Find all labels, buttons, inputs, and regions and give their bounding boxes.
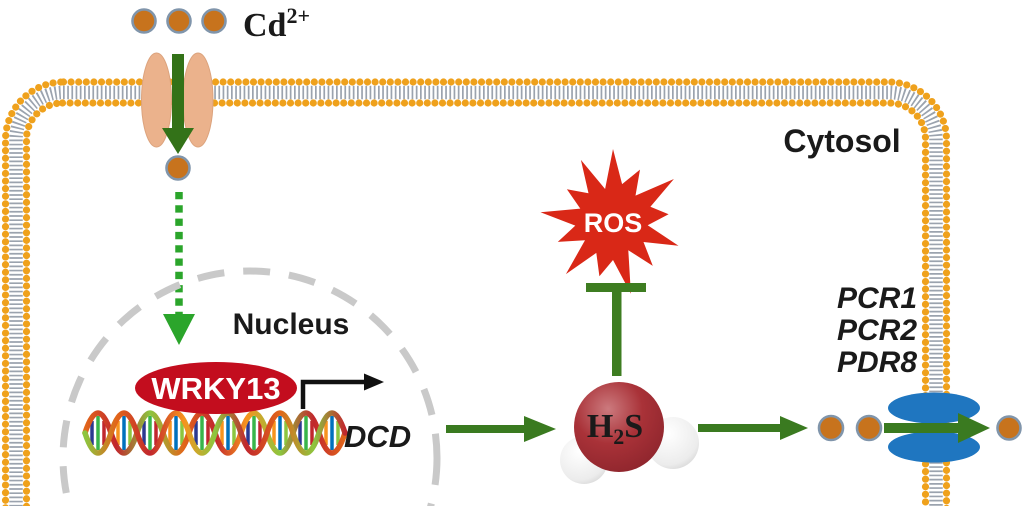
transporter-label-pcr1: PCR1 [837,282,917,315]
cd-ion-cytosolic-icon [165,155,191,181]
lipid-heads-outer [1,78,951,506]
dna-strand [82,410,348,456]
cd-ion-label: Cd2+ [243,3,310,44]
transporter-labels: PCR1 PCR2 PDR8 [837,282,917,379]
ros-label: ROS [584,208,643,238]
signal-dotted-arrow-icon [163,192,195,345]
dcd-gene-label: DCD [344,419,411,454]
arrow-dcd-to-h2s-icon [446,416,556,442]
transporter-label-pdr8: PDR8 [837,346,917,379]
efflux-arrow-icon [884,413,990,443]
influx-arrow-icon [162,54,194,154]
nucleus-label: Nucleus [233,308,350,341]
wrky13-ellipse [135,362,297,414]
cd-ion-icon [817,414,845,442]
dna-helix-icon [82,410,348,456]
cd-ion-icon [201,8,227,34]
lipid-heads-inner [22,99,930,506]
cd-ion-exported-icon [996,415,1022,441]
wrky13-label: WRKY13 [151,371,280,406]
cd-ion-icon [131,8,157,34]
h2s-molecule-icon: H2S [560,382,699,484]
importer-channel-icon [141,52,214,148]
inhibition-tbar-icon [586,283,646,376]
plasma-membrane [1,78,951,506]
cytosol-label: Cytosol [783,123,900,159]
cd-ions-extracellular [131,8,227,34]
dna-base-pairs [90,416,340,450]
cd-ion-icon [166,8,192,34]
lipid-tails [9,85,943,506]
exporter-channel-icon [888,392,980,463]
ros-burst-icon [540,149,679,294]
cd-ion-icon [855,414,883,442]
transporter-label-pcr2: PCR2 [837,314,917,347]
arrow-h2s-to-ions-icon [698,416,808,440]
nucleus-outline [59,267,441,506]
transcription-arrow-icon [300,373,384,409]
sulfur-atom-icon [574,382,664,472]
h2s-label: H2S [587,408,643,449]
